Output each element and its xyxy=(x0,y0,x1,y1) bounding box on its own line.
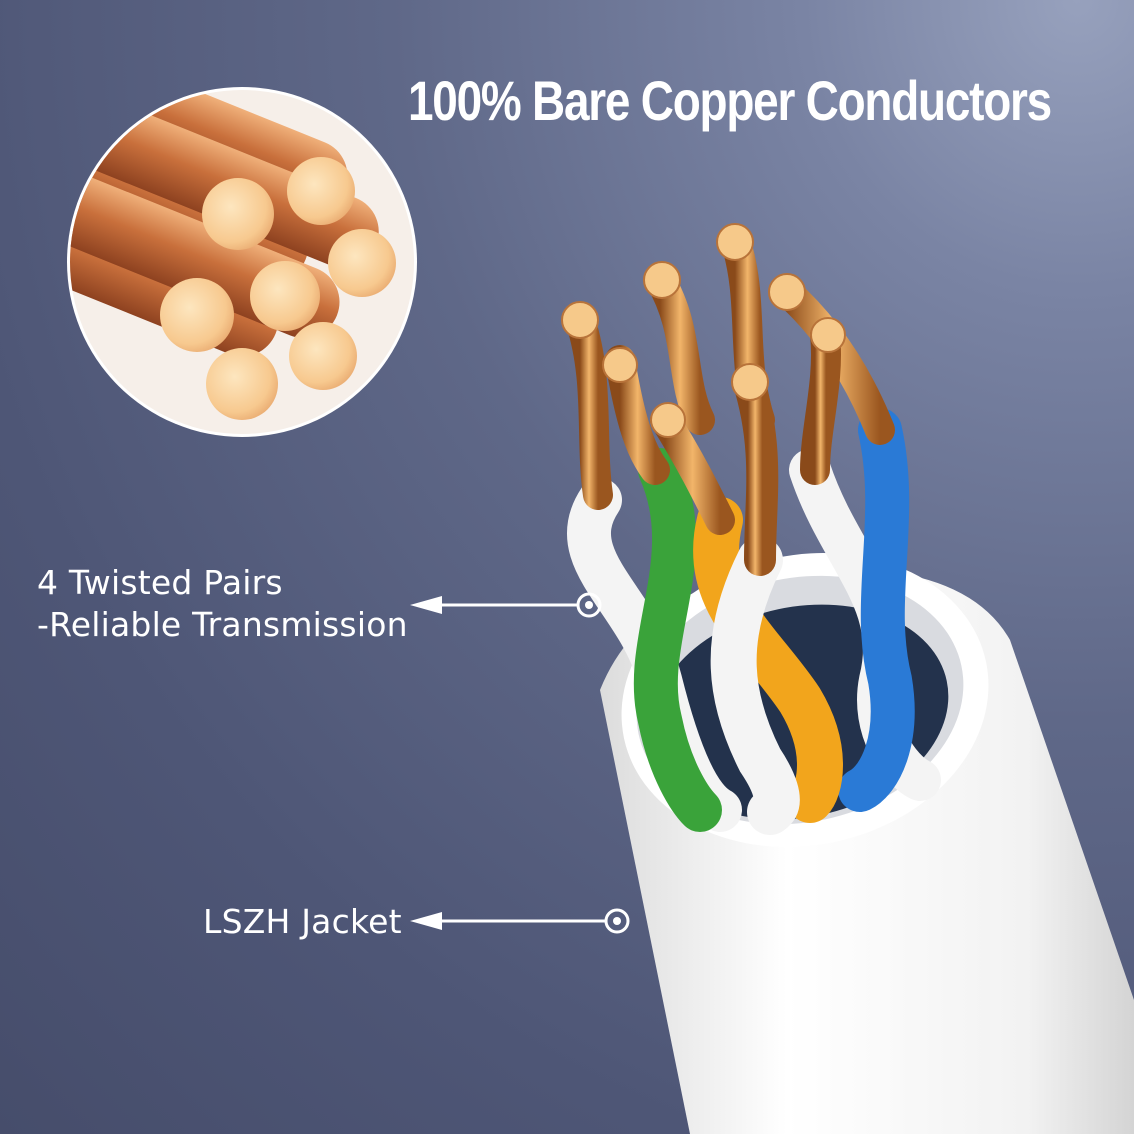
pairs-callout-line1: 4 Twisted Pairs xyxy=(37,563,283,602)
strand-ends xyxy=(561,223,846,438)
jacket-callout: LSZH Jacket xyxy=(203,902,402,941)
pairs-callout: 4 Twisted Pairs -Reliable Transmission xyxy=(37,562,408,646)
copper-wire-ends xyxy=(160,157,396,420)
pairs-callout-line2: -Reliable Transmission xyxy=(37,605,408,644)
twisted-pairs xyxy=(567,408,941,835)
copper-closeup xyxy=(67,87,417,437)
jacket-callout-arrow xyxy=(410,908,630,934)
pairs-callout-arrow xyxy=(410,592,602,618)
headline: 100% Bare Copper Conductors xyxy=(408,69,1052,132)
